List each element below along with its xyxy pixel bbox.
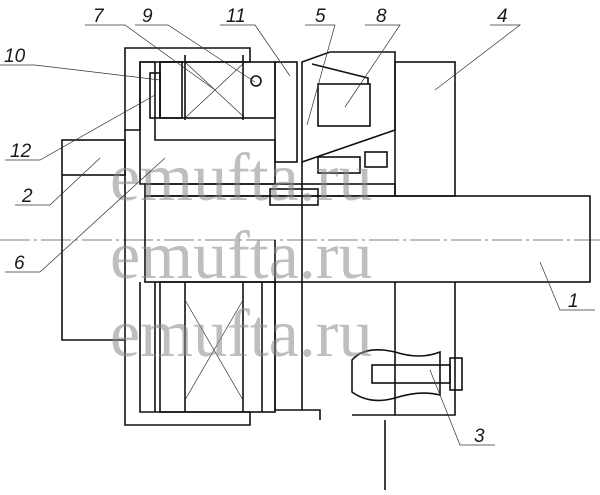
friction-part-8 (317, 83, 371, 127)
label-6: 6 (14, 253, 25, 274)
label-9: 9 (142, 6, 153, 27)
label-11: 11 (226, 6, 246, 27)
label-2: 2 (21, 186, 33, 207)
watermark: emufta.ru (110, 217, 372, 293)
label-12: 12 (10, 141, 32, 162)
label-5: 5 (315, 6, 326, 27)
watermark: emufta.ru (110, 139, 372, 215)
label-10: 10 (4, 46, 26, 67)
coil-part-7 (149, 55, 298, 163)
leader-lines (0, 24, 595, 446)
watermark: emufta.ru (110, 295, 372, 371)
label-8: 8 (376, 6, 387, 27)
label-7: 7 (93, 6, 105, 27)
label-1: 1 (568, 291, 579, 312)
label-4: 4 (497, 6, 508, 27)
label-3: 3 (474, 426, 485, 447)
coil-bottom-view (159, 281, 276, 413)
pin-part-11 (250, 75, 262, 87)
bolt-part-3 (371, 357, 463, 391)
